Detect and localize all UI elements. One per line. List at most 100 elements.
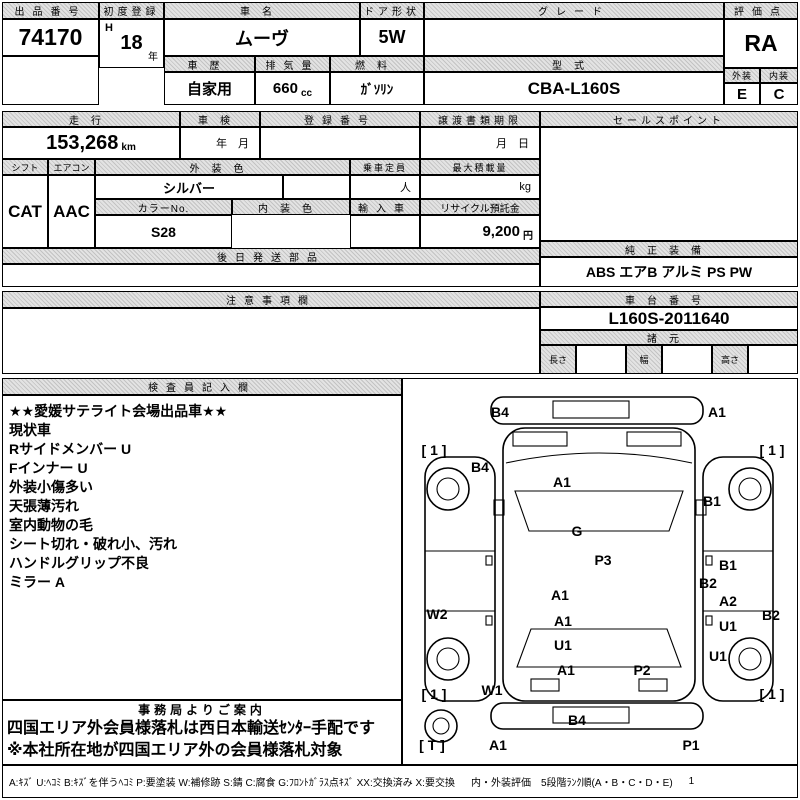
first-reg-year: 18 — [120, 32, 143, 54]
equipment-value: ABS エアB アルミ PS PW — [540, 257, 798, 287]
color-no-value: S28 — [95, 215, 232, 248]
score-value: RA — [724, 19, 798, 68]
legend-footer: A:ｷｽﾞ U:ﾍｺﾐ B:ｷｽﾞを伴うﾍｺﾐ P:要塗装 W:補修跡 S:錆 … — [2, 765, 798, 798]
text-line: ミラー A — [9, 574, 65, 590]
rank-legend: 内・外装評価 5段階ﾗﾝｸ順(A・B・C・D・E) — [470, 778, 673, 789]
damage-mark: [ 1 ] — [422, 442, 447, 458]
car-name-header: 車名 — [164, 2, 360, 19]
interior-score-header: 内装 — [760, 68, 798, 83]
grade-value — [424, 19, 724, 56]
history-header: 車歴 — [164, 56, 255, 72]
lot-empty-cell — [2, 56, 99, 105]
later-parts-header: 後日発送部品 — [2, 248, 540, 264]
damage-mark: U1 — [554, 637, 572, 653]
office-notice-box: 事務局よりご案内 四国エリア外会員様落札は西日本輸送ｾﾝﾀｰ手配です ※本社所在地… — [2, 700, 402, 765]
aircon-value: AAC — [48, 175, 95, 248]
damage-mark: U1 — [719, 618, 737, 634]
registration-number-value — [260, 127, 420, 159]
damage-mark: B4 — [491, 404, 509, 420]
door-shape-header: ドア形状 — [360, 2, 424, 19]
height-value — [748, 345, 798, 374]
damage-mark: P2 — [633, 662, 650, 678]
lot-number-header: 出品番号 — [2, 2, 99, 19]
displacement-unit: cc — [300, 88, 313, 99]
damage-mark: A1 — [551, 587, 569, 603]
damage-mark: A1 — [554, 613, 572, 629]
door-shape-value: 5W — [360, 19, 424, 56]
registration-number-header: 登録番号 — [260, 111, 420, 127]
damage-mark: B2 — [762, 607, 780, 623]
damage-mark: P3 — [594, 552, 611, 568]
damage-mark: [ 1 ] — [760, 442, 785, 458]
grade-header: グレード — [424, 2, 724, 19]
payload-header: 最大積載量 — [420, 159, 540, 175]
sales-point-header: セールスポイント — [540, 111, 798, 127]
damage-mark: A1 — [489, 737, 507, 753]
first-reg-year-cell: H 18 年 — [99, 19, 164, 68]
width-value — [662, 345, 712, 374]
damage-mark: [ T ] — [419, 737, 445, 753]
model-header: 型式 — [424, 56, 724, 72]
exterior-color-value: シルバー — [95, 175, 283, 199]
aircon-header: エアコン — [48, 159, 95, 175]
text-line: 天張薄汚れ — [9, 498, 79, 514]
damage-mark: [ 1 ] — [760, 686, 785, 702]
recycle-deposit-header: リサイクル預託金 — [420, 199, 540, 215]
shift-value: CAT — [2, 175, 48, 248]
damage-mark: A1 — [553, 474, 571, 490]
color-no-header: カラーNo. — [95, 199, 232, 215]
text-line: シート切れ・破れ小、汚れ — [9, 536, 177, 552]
history-value: 自家用 — [164, 72, 255, 105]
shift-header: シフト — [2, 159, 48, 175]
exterior-color-extra — [283, 175, 350, 199]
mileage-value: 153,268 km — [2, 127, 180, 159]
first-registration-header: 初度登録 — [99, 2, 164, 19]
office-notice-header: 事務局よりご案内 — [138, 703, 266, 717]
equipment-header: 純正装備 — [540, 241, 798, 257]
text-line: ★★愛媛サテライト会場出品車★★ — [9, 403, 228, 419]
score-header: 評価点 — [724, 2, 798, 19]
length-value — [576, 345, 626, 374]
car-name-value: ムーヴ — [164, 19, 360, 56]
text-line: Fインナー U — [9, 460, 88, 476]
exterior-score-header: 外装 — [724, 68, 760, 83]
text-line: ※本社所在地が四国エリア外の会員様落札対象 — [7, 742, 343, 759]
displacement-header: 排気量 — [255, 56, 330, 72]
text-line: ハンドルグリップ不良 — [9, 555, 149, 571]
inspection-header: 車検 — [180, 111, 260, 127]
text-line: 室内動物の毛 — [9, 517, 93, 533]
fuel-header: 燃料 — [330, 56, 424, 72]
sales-point-area — [540, 127, 798, 241]
damage-mark: A2 — [719, 593, 737, 609]
height-label: 高さ — [712, 345, 748, 374]
displacement-value: 660 cc — [255, 72, 330, 105]
damage-mark: B2 — [699, 575, 717, 591]
office-notice-lines: 四国エリア外会員様落札は西日本輸送ｾﾝﾀｰ手配です ※本社所在地が四国エリア外の会… — [7, 718, 397, 762]
capacity-value: 人 — [350, 175, 420, 199]
transfer-deadline-header: 譲渡書類期限 — [420, 111, 540, 127]
recycle-deposit-value: 9,200 円 — [420, 215, 540, 248]
spec-header: 諸元 — [540, 330, 798, 345]
damage-mark: A1 — [557, 662, 575, 678]
year-suffix: 年 — [148, 52, 158, 63]
damage-mark: W1 — [482, 682, 503, 698]
damage-mark: W2 — [427, 606, 448, 622]
damage-legend: A:ｷｽﾞ U:ﾍｺﾐ B:ｷｽﾞを伴うﾍｺﾐ P:要塗装 W:補修跡 S:錆 … — [9, 778, 455, 789]
caution-header: 注意事項欄 — [2, 291, 540, 308]
damage-mark: [ 1 ] — [422, 686, 447, 702]
import-value — [350, 215, 420, 248]
exterior-color-header: 外装色 — [95, 159, 350, 175]
inspector-header: 検査員記入欄 — [2, 378, 402, 395]
exterior-score-value: E — [724, 83, 760, 105]
damage-mark: B1 — [703, 493, 721, 509]
transfer-deadline-value: 月 日 — [420, 127, 540, 159]
text-line: 四国エリア外会員様落札は西日本輸送ｾﾝﾀｰ手配です — [7, 720, 376, 737]
text-line: Rサイドメンバー U — [9, 441, 132, 457]
car-outline — [424, 396, 774, 743]
interior-score-value: C — [760, 83, 798, 105]
